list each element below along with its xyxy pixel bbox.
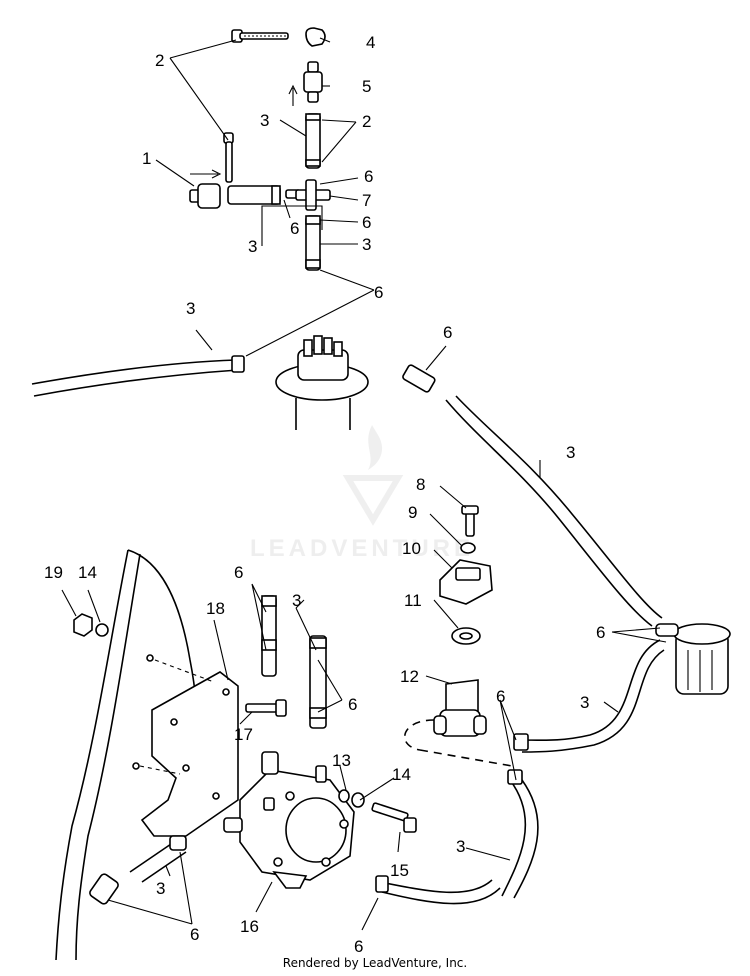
callout-3: 3	[292, 591, 301, 610]
washer-pump-b	[351, 792, 365, 808]
callout-3: 3	[580, 693, 589, 712]
footer-credit: Rendered by LeadVenture, Inc.	[282, 956, 468, 970]
callout-11: 11	[404, 591, 422, 610]
pump-hose-right	[309, 635, 327, 729]
hose-clamp-diagonal	[223, 132, 234, 183]
callout-3: 3	[566, 443, 575, 462]
callout-6: 6	[190, 925, 199, 944]
callout-6: 6	[362, 213, 371, 232]
callout-18: 18	[206, 599, 225, 618]
frame-panel-outline	[55, 549, 129, 961]
callout-9: 9	[408, 503, 417, 522]
callout-4: 4	[366, 33, 375, 52]
callout-2: 2	[362, 112, 371, 131]
o-ring-seal	[451, 627, 481, 645]
washer-left	[95, 623, 109, 637]
callout-8: 8	[416, 475, 425, 494]
callout-13: 13	[332, 751, 351, 770]
mount-hole-b	[132, 762, 140, 770]
callout-12: 12	[400, 667, 419, 686]
callout-19: 19	[44, 563, 63, 582]
callout-6: 6	[354, 937, 363, 956]
watermark: LEADVENTURE	[250, 425, 474, 562]
fuel-filter	[655, 623, 731, 695]
washer-pump-a	[338, 789, 350, 803]
mounting-bolt	[245, 699, 287, 717]
watermark-text: LEADVENTURE	[250, 535, 474, 562]
nut	[73, 613, 93, 637]
callout-3: 3	[248, 237, 257, 256]
valve-cover	[439, 559, 493, 605]
washer	[460, 542, 476, 554]
hose-fitting-right	[402, 364, 436, 393]
callout-16: 16	[240, 917, 259, 936]
callout-6: 6	[443, 323, 452, 342]
callout-5: 5	[362, 77, 371, 96]
callout-14: 14	[78, 563, 97, 582]
fuel-valve-body	[433, 679, 487, 737]
callout-3: 3	[156, 879, 165, 898]
leader-lines	[61, 37, 667, 931]
callout-3: 3	[362, 235, 371, 254]
callout-10: 10	[402, 539, 421, 558]
callout-6: 6	[364, 167, 373, 186]
callout-15: 15	[390, 861, 409, 880]
fuel-hose-to-filter	[445, 399, 653, 627]
pump-bolt	[371, 802, 417, 833]
tee-fitting	[295, 179, 331, 211]
vent-cap	[305, 27, 326, 47]
callout-6: 6	[290, 219, 299, 238]
callout-6: 6	[348, 695, 357, 714]
pump-hose-lower-left	[129, 841, 187, 883]
fuel-hose-filter-out	[521, 639, 661, 742]
fuel-hose-long-left	[31, 359, 237, 385]
fuel-pump	[223, 751, 355, 889]
callout-6: 6	[496, 687, 505, 706]
mounting-plate	[140, 671, 239, 837]
callout-6: 6	[234, 563, 243, 582]
fuel-hose-lower-right	[501, 779, 527, 897]
fuel-sending-unit	[275, 335, 369, 430]
callout-1: 1	[142, 149, 151, 168]
flow-arrow-up	[288, 84, 298, 106]
fuel-hose-bottom	[379, 879, 493, 894]
callout-14: 14	[392, 765, 411, 784]
callout-17: 17	[234, 725, 253, 744]
mount-hole-a	[146, 654, 154, 662]
flow-arrow-right	[190, 169, 222, 179]
check-valve	[303, 61, 323, 103]
fuel-fitting	[189, 183, 221, 209]
hose-clamp-top	[231, 29, 289, 43]
callout-3: 3	[260, 111, 269, 130]
callout-6: 6	[374, 283, 383, 302]
callout-2: 2	[155, 51, 164, 70]
callout-3: 3	[456, 837, 465, 856]
callout-6: 6	[596, 623, 605, 642]
callout-7: 7	[362, 191, 371, 210]
hose-valve-out	[403, 719, 435, 751]
callout-labels: 1 2 2 3 3 3 3 3 3 3 3 3 4 5 6 6 6 6 6 6 …	[44, 33, 605, 956]
callout-3: 3	[186, 299, 195, 318]
